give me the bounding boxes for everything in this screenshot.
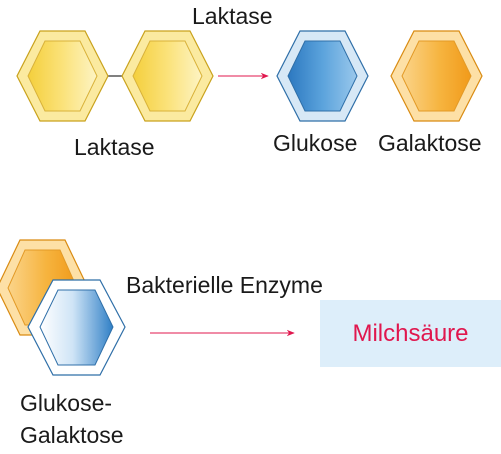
glucose-hexagon bbox=[276, 30, 369, 122]
lactose-hexagon-right bbox=[121, 30, 214, 122]
lactic-acid-box: Milchsäure bbox=[320, 300, 501, 367]
top-substrate-label: Laktase bbox=[74, 134, 155, 160]
galactose-label: Galaktose bbox=[378, 130, 482, 156]
lactic-acid-label: Milchsäure bbox=[352, 319, 469, 347]
bottom-substrate-label-line1: Glukose- bbox=[20, 390, 113, 416]
lactose-hexagon-left bbox=[16, 30, 109, 122]
glucose-label: Glukose bbox=[273, 130, 358, 156]
galactose-hexagon bbox=[390, 30, 483, 122]
top-enzyme-label: Laktase bbox=[192, 3, 273, 29]
bottom-substrate-label-line2: Galaktose bbox=[20, 422, 124, 448]
glucose-hexagon-bottom bbox=[27, 279, 126, 376]
bottom-enzyme-label: Bakterielle Enzyme bbox=[126, 272, 323, 298]
